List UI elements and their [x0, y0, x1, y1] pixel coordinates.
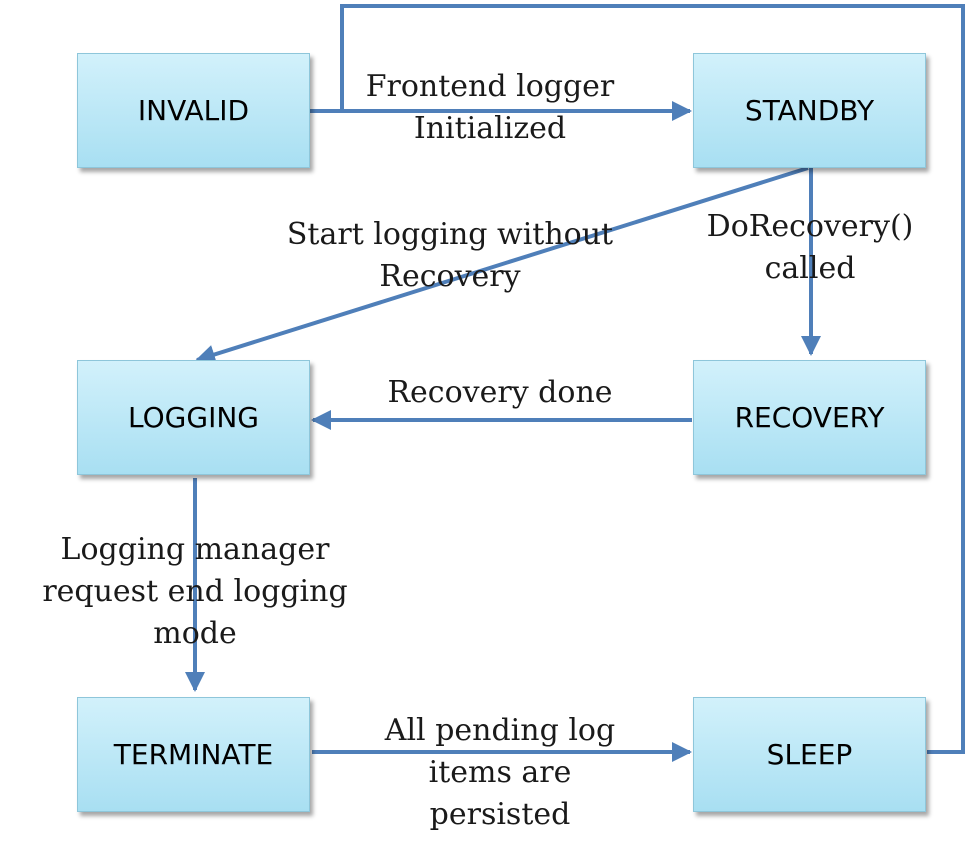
label-end-logging: Logging manager request end logging mode [42, 532, 348, 651]
label-pending-persisted: All pending log items are persisted [384, 713, 616, 832]
state-invalid-label: INVALID [137, 94, 250, 127]
label-frontend-initialized: Frontend logger Initialized [365, 69, 615, 146]
arrow-standby-to-logging [195, 166, 809, 365]
label-recovery-done: Recovery done [387, 375, 613, 410]
state-sleep-label: SLEEP [766, 738, 853, 771]
state-recovery-label: RECOVERY [734, 401, 885, 434]
state-logging-label: LOGGING [128, 401, 259, 434]
state-standby-label: STANDBY [744, 94, 875, 127]
state-standby: STANDBY [693, 53, 926, 168]
state-invalid: INVALID [77, 53, 310, 168]
state-sleep: SLEEP [693, 697, 926, 812]
label-start-without-recovery: Start logging without Recovery [286, 217, 614, 294]
state-terminate-label: TERMINATE [113, 738, 274, 771]
label-do-recovery: DoRecovery() called [706, 209, 914, 286]
state-recovery: RECOVERY [693, 360, 926, 475]
arrow-sleep-to-standby [340, 4, 965, 754]
state-logging: LOGGING [77, 360, 310, 475]
state-terminate: TERMINATE [77, 697, 310, 812]
